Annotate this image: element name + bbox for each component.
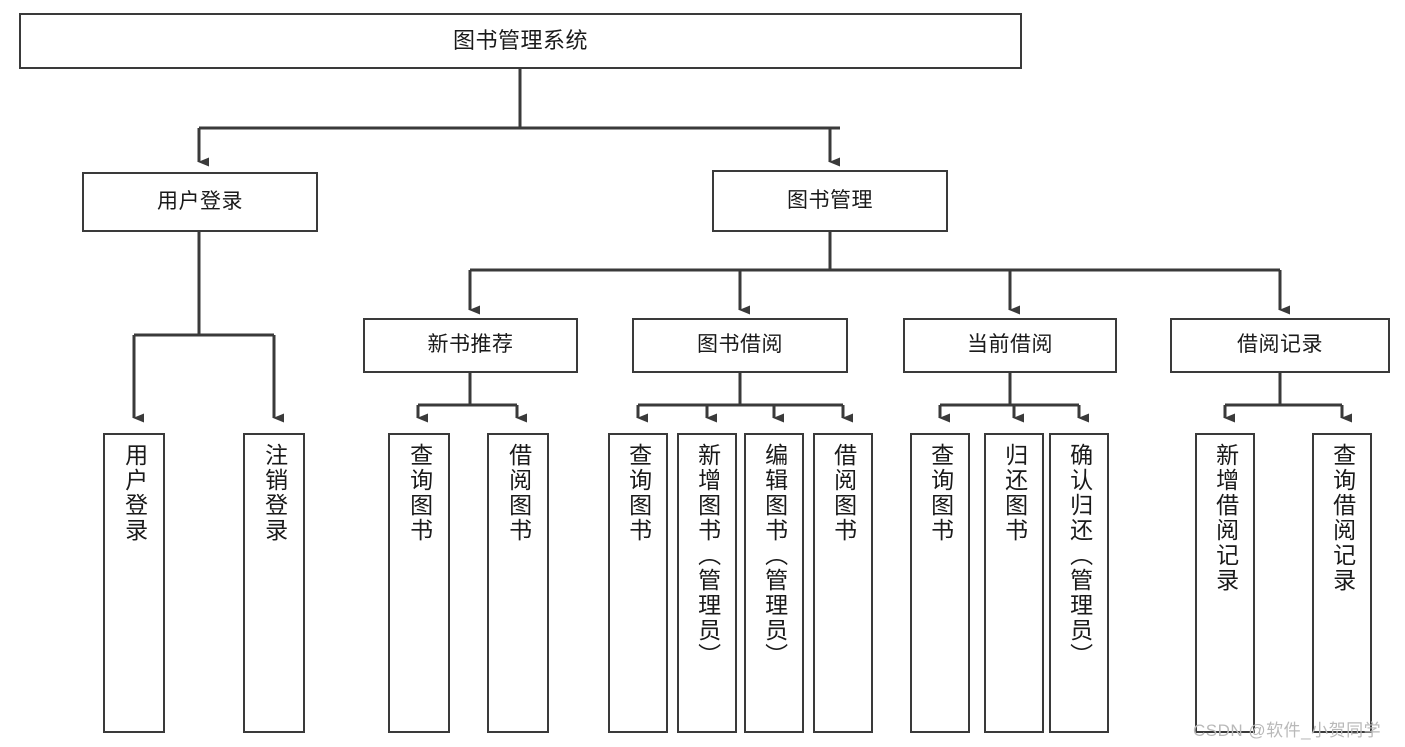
node-label: 借阅图书 <box>830 443 857 543</box>
node-label: 查询图书 <box>406 443 433 543</box>
node-label: 确认归还（管理员） <box>1066 443 1093 668</box>
node-book-management[interactable]: 图书管理 <box>712 170 948 232</box>
node-label: 图书管理系统 <box>452 28 588 54</box>
node-leaf-borrow-book-2[interactable]: 借阅图书 <box>813 433 873 733</box>
node-label: 当前借阅 <box>967 333 1053 357</box>
node-label: 新书推荐 <box>427 333 514 357</box>
node-label: 查询图书 <box>927 443 954 543</box>
node-label: 借阅图书 <box>505 443 532 543</box>
node-leaf-query-book-1[interactable]: 查询图书 <box>388 433 450 733</box>
node-label: 查询图书 <box>625 443 652 543</box>
node-label: 新增借阅记录 <box>1212 443 1239 593</box>
node-current-borrow[interactable]: 当前借阅 <box>903 318 1117 373</box>
node-label: 图书借阅 <box>697 333 783 357</box>
node-leaf-logout-login[interactable]: 注销登录 <box>243 433 305 733</box>
node-book-borrow[interactable]: 图书借阅 <box>632 318 848 373</box>
node-new-book-recommend[interactable]: 新书推荐 <box>363 318 578 373</box>
node-label: 编辑图书（管理员） <box>761 443 788 668</box>
node-user-login[interactable]: 用户登录 <box>82 172 318 232</box>
node-leaf-add-borrow-record[interactable]: 新增借阅记录 <box>1195 433 1255 733</box>
node-label: 图书管理 <box>787 188 873 212</box>
node-leaf-query-borrow-record[interactable]: 查询借阅记录 <box>1312 433 1372 733</box>
node-leaf-confirm-return-admin[interactable]: 确认归还（管理员） <box>1049 433 1109 733</box>
node-label: 新增图书（管理员） <box>694 443 721 668</box>
node-leaf-query-book-3[interactable]: 查询图书 <box>910 433 970 733</box>
node-label: 用户登录 <box>121 443 148 543</box>
node-leaf-user-login[interactable]: 用户登录 <box>103 433 165 733</box>
node-leaf-query-book-2[interactable]: 查询图书 <box>608 433 668 733</box>
node-leaf-return-book[interactable]: 归还图书 <box>984 433 1044 733</box>
node-leaf-edit-book-admin[interactable]: 编辑图书（管理员） <box>744 433 804 733</box>
node-label: 用户登录 <box>157 189 243 213</box>
node-leaf-borrow-book-1[interactable]: 借阅图书 <box>487 433 549 733</box>
node-leaf-add-book-admin[interactable]: 新增图书（管理员） <box>677 433 737 733</box>
node-label: 借阅记录 <box>1237 333 1323 357</box>
node-root-system[interactable]: 图书管理系统 <box>19 13 1022 69</box>
csdn-watermark: CSDN @软件_小贺同学 <box>1193 721 1382 740</box>
node-label: 注销登录 <box>261 443 288 543</box>
node-borrow-record[interactable]: 借阅记录 <box>1170 318 1390 373</box>
node-label: 归还图书 <box>1001 443 1028 543</box>
node-label: 查询借阅记录 <box>1329 443 1356 593</box>
